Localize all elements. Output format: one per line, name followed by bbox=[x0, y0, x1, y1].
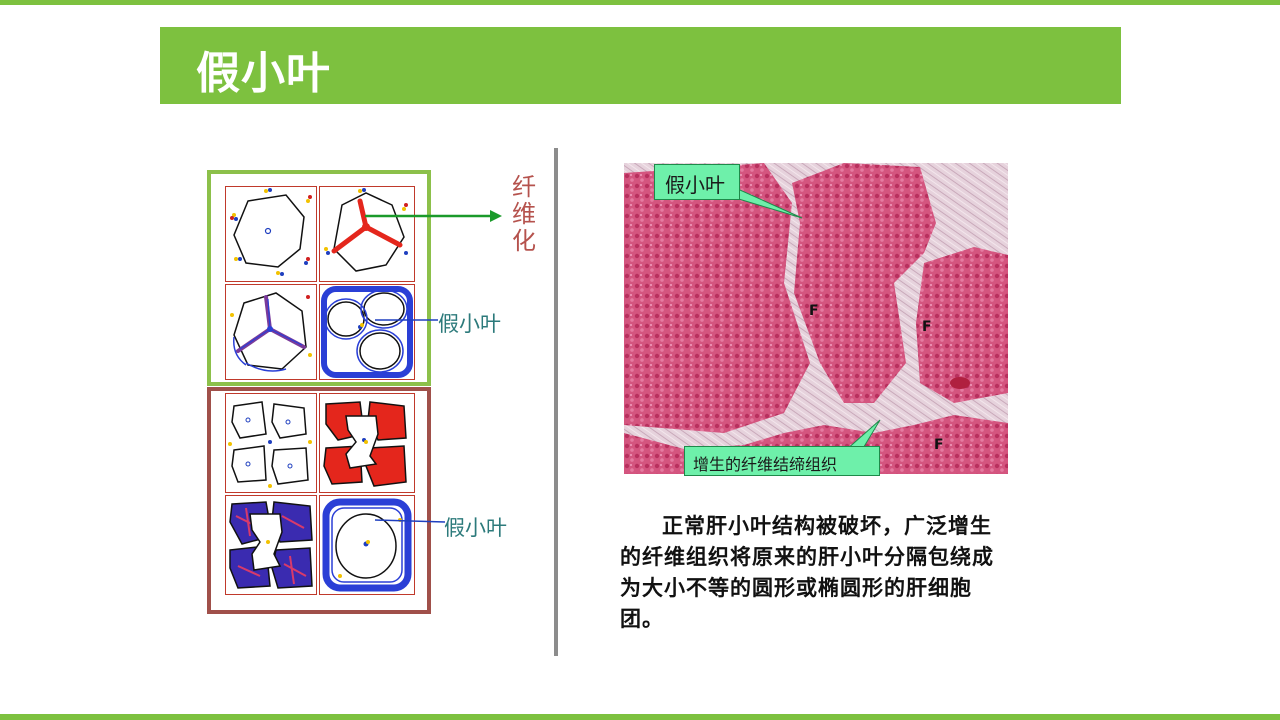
page-title: 假小叶 bbox=[196, 48, 331, 99]
liver-micrograph: F F F bbox=[624, 163, 1008, 474]
fibrous-marker-2: F bbox=[922, 319, 932, 335]
callout-pseudo-lobule: 假小叶 bbox=[654, 164, 740, 200]
fibrous-marker-3: F bbox=[934, 437, 944, 453]
fibrosis-label: 纤维化 bbox=[512, 173, 536, 255]
pseudo-lobule-label-lower: 假小叶 bbox=[444, 516, 507, 540]
callout-fibrous-tissue: 增生的纤维结缔组织 bbox=[684, 446, 880, 476]
diagram-group-fibrosis bbox=[207, 170, 431, 386]
vertical-divider bbox=[554, 148, 558, 656]
diagram-cell-four-lobules bbox=[225, 393, 317, 493]
diagram-cell-pseudo-lobule bbox=[319, 495, 415, 595]
bottom-accent-bar bbox=[0, 714, 1280, 720]
diagram-cell-fibrous-septa bbox=[225, 284, 317, 380]
fibrous-marker-1: F bbox=[809, 303, 819, 319]
description-paragraph: 正常肝小叶结构被破坏，广泛增生的纤维组织将原来的肝小叶分隔包绕成为大小不等的圆形… bbox=[620, 513, 994, 631]
diagram-group-pseudo-lobule bbox=[207, 387, 431, 614]
pseudo-lobule-label-upper: 假小叶 bbox=[438, 312, 501, 336]
title-band: 假小叶 bbox=[160, 27, 1121, 104]
diagram-cell-bridging-necrosis bbox=[319, 393, 415, 493]
top-accent-bar bbox=[0, 0, 1280, 5]
diagram-cell-normal-lobule bbox=[225, 186, 317, 282]
diagram-cell-pseudo-lobules-formed bbox=[319, 284, 415, 380]
diagram-cell-early-fibrosis bbox=[319, 186, 415, 282]
diagram-cell-nodular-septa bbox=[225, 495, 317, 595]
